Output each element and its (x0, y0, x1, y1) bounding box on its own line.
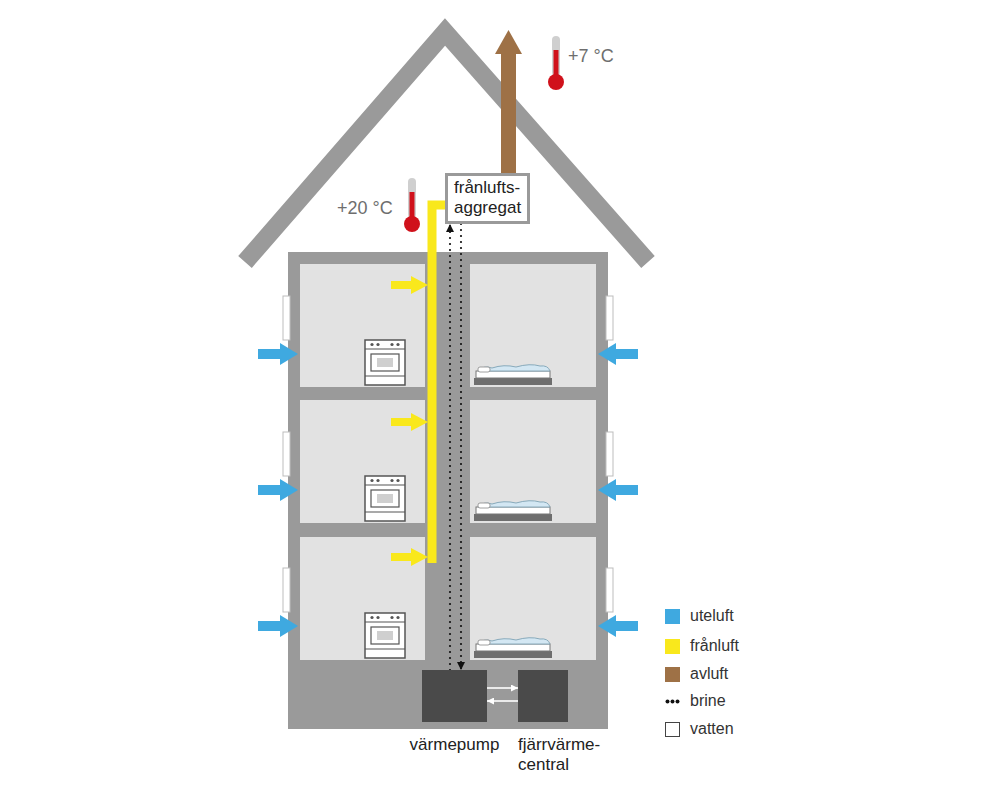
node-label: värmepump (410, 735, 500, 755)
illustration-part (258, 479, 298, 501)
illustration-part (470, 264, 596, 387)
node-label: fjärrvärme- central (518, 735, 600, 775)
legend-text: vatten (690, 720, 734, 738)
illustration-part (258, 343, 298, 365)
legend-dot (671, 699, 675, 703)
exhaust-pipe (495, 30, 522, 178)
legend-dots (665, 694, 680, 709)
node-text: frånlufts- aggregat (454, 178, 521, 218)
illustration-part (365, 340, 405, 385)
legend-swatch (665, 667, 680, 682)
rooms (300, 264, 596, 660)
illustration-part (404, 178, 420, 232)
legend-entry: vatten (665, 720, 734, 738)
exhaust-air-unit: frånlufts- aggregat (445, 173, 530, 224)
illustration-part (391, 548, 428, 566)
stoves (365, 340, 405, 658)
legend-entry: brine (665, 692, 726, 710)
legend-swatch (665, 609, 680, 624)
illustration-part (391, 413, 428, 431)
water-pipe (487, 700, 518, 702)
illustration-part (495, 30, 522, 54)
legend-entry: frånluft (665, 637, 739, 655)
legend-swatch (665, 639, 680, 654)
illustration-part (606, 568, 613, 612)
legend-text: avluft (690, 665, 728, 683)
brine-pipe (449, 224, 451, 670)
temperature-label: +7 °C (568, 46, 614, 67)
illustration-part (598, 615, 638, 637)
illustration-part (474, 638, 552, 658)
legend-entry: avluft (665, 665, 728, 683)
outdoor-air-arrows (258, 343, 638, 637)
thermometers (404, 36, 564, 232)
exhaust-air-arrows (391, 276, 428, 566)
illustration-part (365, 613, 405, 658)
illustration-part (598, 479, 638, 501)
temperature-label: +20 °C (337, 198, 393, 219)
illustration-part (474, 365, 552, 385)
legend-text: uteluft (690, 607, 734, 625)
legend-dot (666, 699, 670, 703)
legend-swatch (665, 722, 680, 737)
illustration-part (283, 432, 290, 476)
illustration-part (606, 432, 613, 476)
house-walls (288, 252, 608, 729)
illustration-part (548, 36, 564, 90)
legend-entry: uteluft (665, 607, 734, 625)
illustration-part (501, 50, 516, 178)
windows (283, 296, 613, 612)
brine-pipe (460, 224, 462, 670)
illustration-part (598, 343, 638, 365)
beds (474, 365, 552, 658)
illustration-part (391, 276, 428, 294)
legend-text: frånluft (690, 637, 739, 655)
illustration-part (470, 537, 596, 660)
illustration-part (283, 568, 290, 612)
legend-dot (676, 699, 680, 703)
illustration-part (470, 400, 596, 523)
roof (245, 32, 648, 262)
district-heating-unit: fjärrvärme- central (518, 670, 568, 722)
legend-text: brine (690, 692, 726, 710)
exhaust-duct (432, 205, 448, 563)
illustration-part (283, 296, 290, 340)
illustration-part (606, 296, 613, 340)
heat-pump: värmepump (422, 670, 487, 722)
water-pipe (487, 687, 518, 689)
illustration-part (258, 615, 298, 637)
illustration-part (365, 476, 405, 521)
illustration-part (474, 501, 552, 521)
